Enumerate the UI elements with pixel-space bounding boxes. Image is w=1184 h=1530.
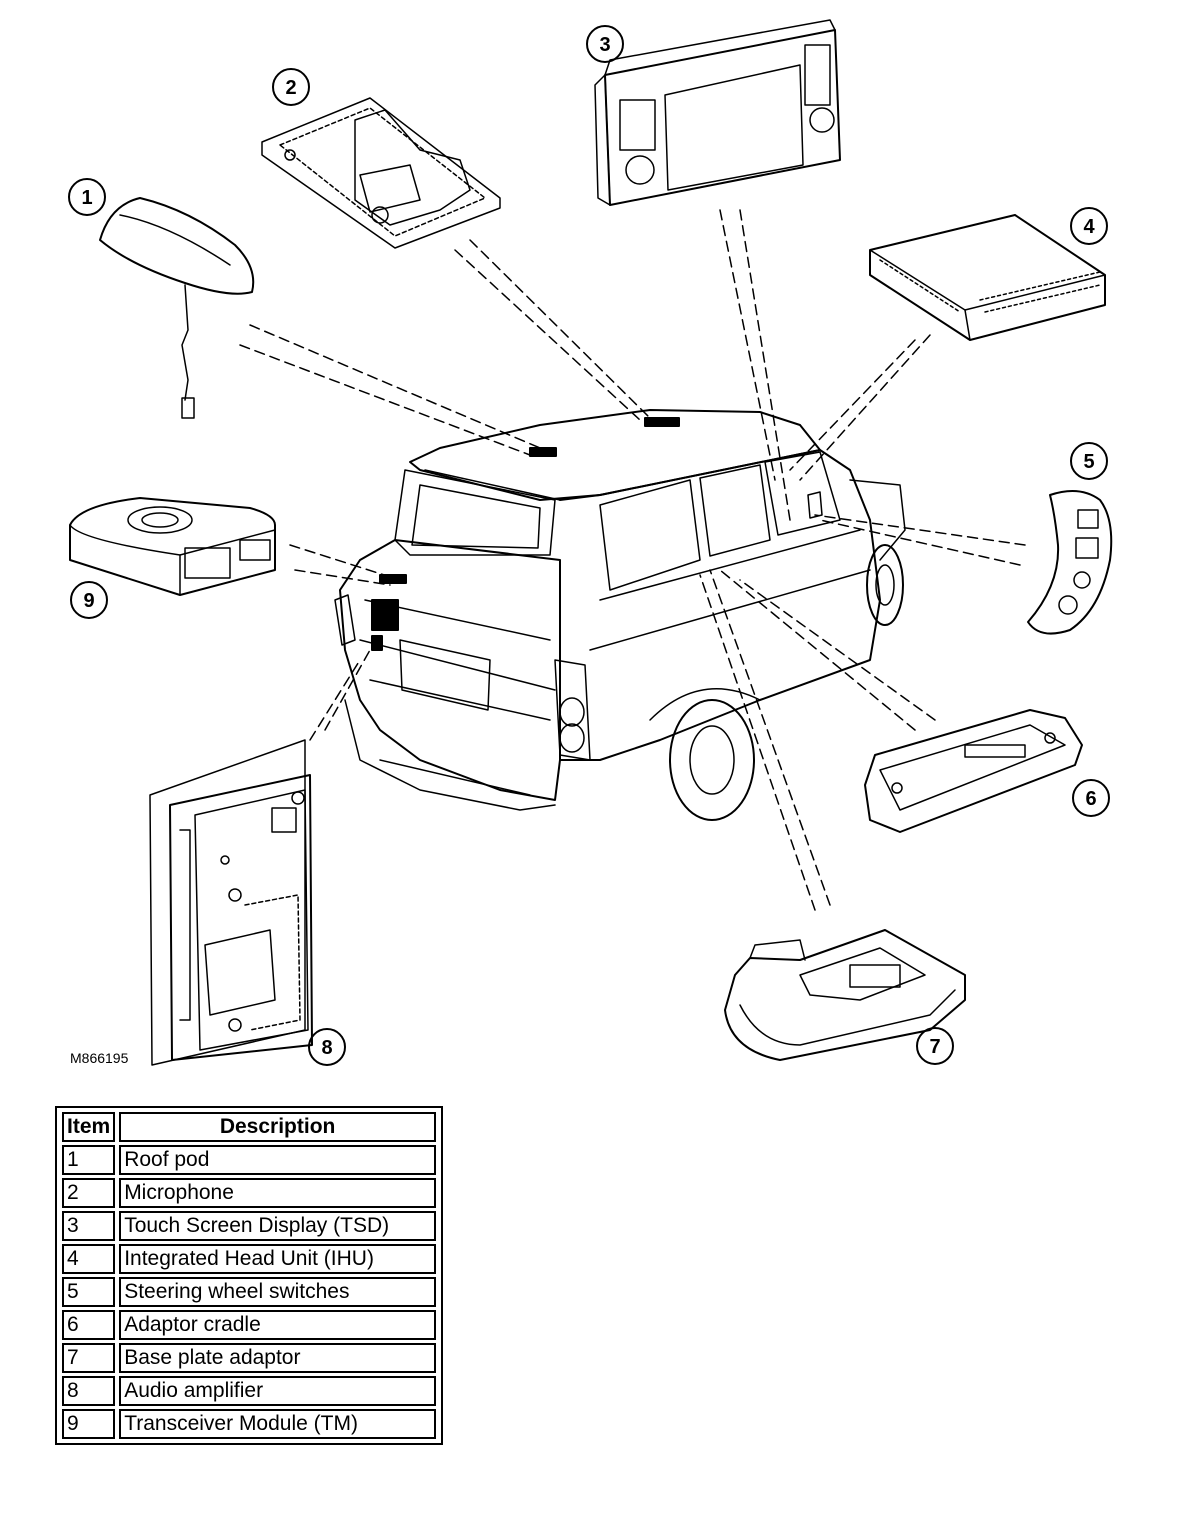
reference-code: M866195 xyxy=(70,1050,129,1066)
item-description: Microphone xyxy=(119,1178,436,1208)
table-row: 2 Microphone xyxy=(62,1178,436,1208)
table-row: 1 Roof pod xyxy=(62,1145,436,1175)
item-number: 7 xyxy=(62,1343,116,1373)
item-description: Transceiver Module (TM) xyxy=(119,1409,436,1439)
table-row: 7 Base plate adaptor xyxy=(62,1343,436,1373)
item-description: Audio amplifier xyxy=(119,1376,436,1406)
callout-7: 7 xyxy=(916,1027,954,1065)
callout-1: 1 xyxy=(68,178,106,216)
svg-text:2: 2 xyxy=(285,77,296,99)
vehicle-outline xyxy=(334,409,906,821)
svg-text:8: 8 xyxy=(321,1037,332,1059)
column-header-description: Description xyxy=(119,1112,436,1142)
svg-text:4: 4 xyxy=(1083,216,1095,238)
item-number: 6 xyxy=(62,1310,116,1340)
microphone-drawing xyxy=(261,97,501,249)
parts-table-frame: Item Description 1 Roof pod 2 Microphone… xyxy=(55,1106,443,1445)
callout-3: 3 xyxy=(586,25,624,63)
table-row: 6 Adaptor cradle xyxy=(62,1310,436,1340)
table-row: 8 Audio amplifier xyxy=(62,1376,436,1406)
component-location-diagram: 1 2 3 4 5 6 7 8 9 M866195 xyxy=(68,19,1113,1066)
table-row: 5 Steering wheel switches xyxy=(62,1277,436,1307)
touch-screen-display-drawing xyxy=(594,19,841,206)
item-number: 1 xyxy=(62,1145,116,1175)
callout-2: 2 xyxy=(272,68,310,106)
transceiver-module-drawing xyxy=(69,497,276,596)
leader-lines xyxy=(239,209,1026,911)
table-row: 9 Transceiver Module (TM) xyxy=(62,1409,436,1439)
item-number: 8 xyxy=(62,1376,116,1406)
audio-amplifier-drawing xyxy=(149,739,313,1066)
item-description: Base plate adaptor xyxy=(119,1343,436,1373)
table-header-row: Item Description xyxy=(62,1112,436,1142)
item-description: Integrated Head Unit (IHU) xyxy=(119,1244,436,1274)
svg-text:5: 5 xyxy=(1083,451,1094,473)
item-number: 2 xyxy=(62,1178,116,1208)
column-header-item: Item xyxy=(62,1112,116,1142)
item-number: 4 xyxy=(62,1244,116,1274)
parts-table: Item Description 1 Roof pod 2 Microphone… xyxy=(58,1109,440,1442)
svg-text:1: 1 xyxy=(81,187,92,209)
steering-wheel-switches-drawing xyxy=(1027,490,1113,635)
adaptor-cradle-drawing xyxy=(864,709,1083,833)
item-description: Adaptor cradle xyxy=(119,1310,436,1340)
item-description: Roof pod xyxy=(119,1145,436,1175)
item-description: Touch Screen Display (TSD) xyxy=(119,1211,436,1241)
integrated-head-unit-drawing xyxy=(869,214,1106,341)
callout-5: 5 xyxy=(1070,442,1108,480)
callout-6: 6 xyxy=(1072,779,1110,817)
svg-text:6: 6 xyxy=(1085,788,1096,810)
svg-text:7: 7 xyxy=(929,1036,940,1058)
item-number: 5 xyxy=(62,1277,116,1307)
item-description: Steering wheel switches xyxy=(119,1277,436,1307)
roof-pod-drawing xyxy=(99,197,255,419)
callout-8: 8 xyxy=(308,1028,346,1066)
callout-4: 4 xyxy=(1070,207,1108,245)
svg-text:9: 9 xyxy=(83,590,94,612)
item-number: 3 xyxy=(62,1211,116,1241)
table-row: 4 Integrated Head Unit (IHU) xyxy=(62,1244,436,1274)
callout-9: 9 xyxy=(70,581,108,619)
svg-text:3: 3 xyxy=(599,34,610,56)
item-number: 9 xyxy=(62,1409,116,1439)
base-plate-adaptor-drawing xyxy=(724,929,966,1061)
table-row: 3 Touch Screen Display (TSD) xyxy=(62,1211,436,1241)
